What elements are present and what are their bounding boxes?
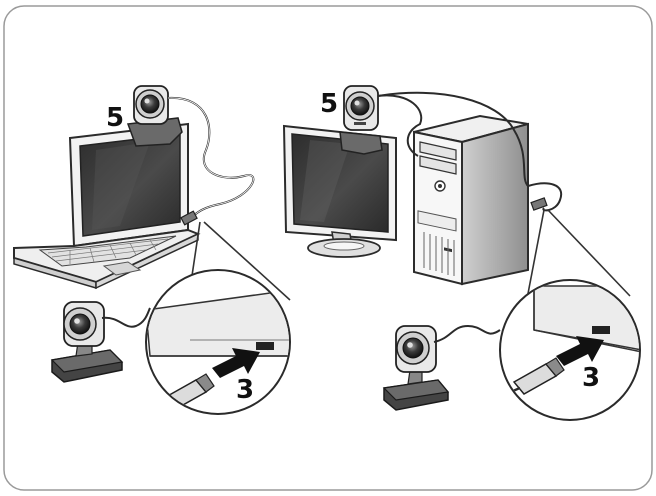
step-label-desktop-mount: 5 xyxy=(320,89,338,119)
usb-zoom-callout xyxy=(499,279,641,421)
webcam-icon xyxy=(382,325,450,411)
insert-arrow-icon xyxy=(556,336,604,366)
step-label-laptop-mount: 5 xyxy=(106,103,124,133)
usb-cable xyxy=(101,307,151,328)
usb-plug-icon xyxy=(530,197,548,211)
insert-arrow-icon xyxy=(212,348,260,378)
usb-zoom-callout xyxy=(145,269,291,415)
webcam-icon xyxy=(126,85,183,147)
webcam-icon xyxy=(50,301,124,383)
desktop-setup: 5 xyxy=(282,85,641,421)
step-label-laptop-usb: 3 xyxy=(236,375,254,405)
desktop-tower-icon xyxy=(413,114,529,286)
usb-cable xyxy=(433,324,501,343)
webcam-icon xyxy=(339,85,383,155)
usb-cable xyxy=(377,94,563,212)
callout-lines xyxy=(525,209,631,305)
laptop-setup: 5 3 xyxy=(13,85,291,415)
usb-port-icon xyxy=(592,326,610,334)
usb-port-icon xyxy=(256,342,274,350)
usb-plug-icon xyxy=(180,210,198,226)
step-label-desktop-usb: 3 xyxy=(582,363,600,393)
monitor-icon xyxy=(282,124,397,258)
